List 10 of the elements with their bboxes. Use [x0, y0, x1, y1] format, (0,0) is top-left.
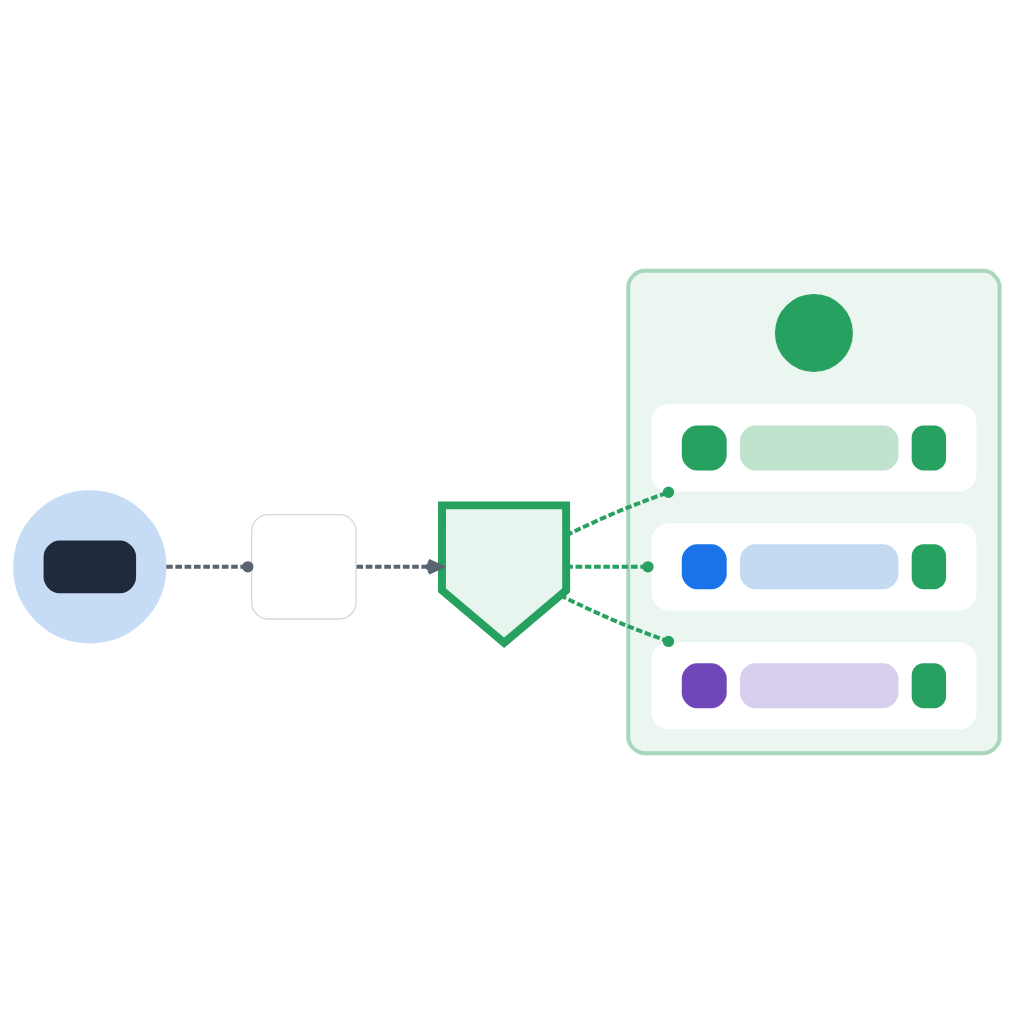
node-box [251, 514, 357, 620]
node-circle [774, 293, 853, 372]
node-box [651, 642, 977, 730]
node-box [651, 523, 977, 611]
arrow [356, 558, 444, 575]
node-shield [438, 501, 571, 648]
node-circle [13, 490, 167, 644]
connector [559, 593, 675, 648]
connector [166, 561, 254, 573]
node-box [651, 404, 977, 492]
